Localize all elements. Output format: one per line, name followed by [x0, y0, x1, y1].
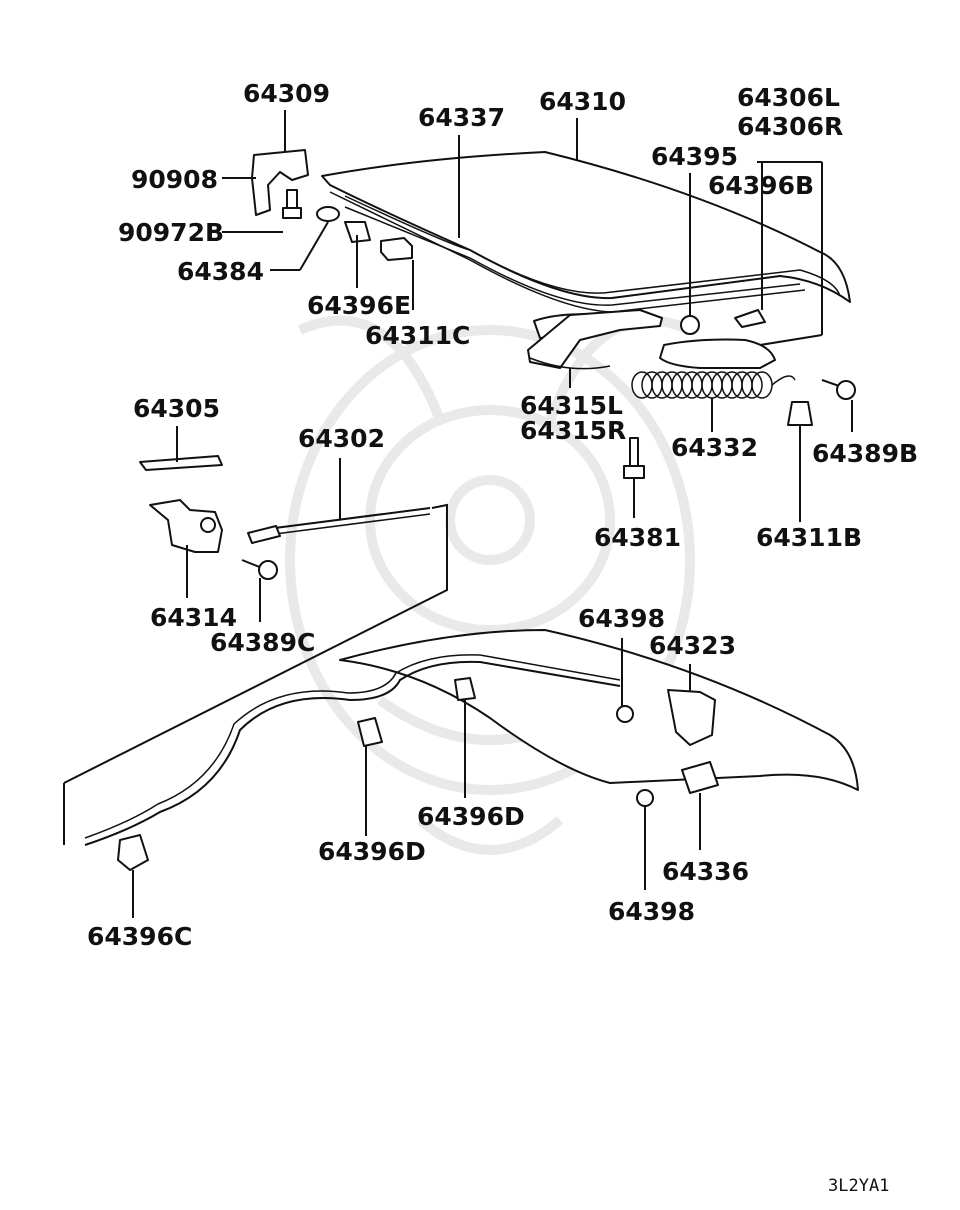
release-cable [247, 507, 431, 544]
label-64396B[interactable]: 64396B [708, 171, 814, 200]
label-64396D-left[interactable]: 64396D [318, 837, 426, 866]
lock-assembly [149, 499, 223, 553]
label-90972B[interactable]: 90972B [118, 218, 224, 247]
clip-c [117, 834, 149, 871]
bracket-64336 [681, 761, 719, 794]
label-64302[interactable]: 64302 [298, 424, 385, 453]
label-64337[interactable]: 64337 [418, 103, 505, 132]
label-64396C[interactable]: 64396C [87, 922, 192, 951]
bushing [680, 315, 700, 335]
label-64396D-mid[interactable]: 64396D [417, 802, 525, 831]
label-64396E[interactable]: 64396E [307, 291, 411, 320]
label-64315R[interactable]: 64315R [520, 416, 626, 445]
label-64384[interactable]: 64384 [177, 257, 264, 286]
weatherstrip [329, 191, 806, 313]
bolt-b [636, 789, 654, 807]
label-90908[interactable]: 90908 [131, 165, 218, 194]
label-64398-bottom[interactable]: 64398 [608, 897, 695, 926]
trunk-lid [321, 151, 851, 306]
clip-b [734, 309, 766, 328]
label-64398-top[interactable]: 64398 [578, 604, 665, 633]
label-64336[interactable]: 64336 [662, 857, 749, 886]
cushion-c [380, 237, 413, 261]
bolt [623, 437, 645, 479]
label-64381[interactable]: 64381 [594, 523, 681, 552]
label-64306R[interactable]: 64306R [737, 112, 843, 141]
grommet [316, 206, 340, 222]
label-64314[interactable]: 64314 [150, 603, 237, 632]
clip-e [344, 221, 371, 243]
label-64332[interactable]: 64332 [671, 433, 758, 462]
screw-b [821, 379, 856, 400]
label-64389C[interactable]: 64389C [210, 628, 315, 657]
leader-lines [132, 110, 853, 918]
label-64306L[interactable]: 64306L [737, 83, 840, 112]
label-64389B[interactable]: 64389B [812, 439, 918, 468]
lock-cover [139, 455, 223, 471]
label-64310[interactable]: 64310 [539, 87, 626, 116]
label-64395[interactable]: 64395 [651, 142, 738, 171]
label-64311B[interactable]: 64311B [756, 523, 862, 552]
striker [667, 689, 716, 746]
clip-d-left [357, 717, 383, 747]
clip-d-mid [454, 677, 476, 701]
cable-run [84, 660, 621, 846]
bolt-a [616, 705, 634, 723]
label-64323[interactable]: 64323 [649, 631, 736, 660]
hinge-assembly [527, 309, 663, 370]
label-64309[interactable]: 64309 [243, 79, 330, 108]
torsion-bracket [659, 338, 776, 369]
screw-c [241, 559, 278, 580]
body-panel [63, 503, 859, 845]
label-64305[interactable]: 64305 [133, 394, 220, 423]
part-labels: 64309 90908 90972B 64384 64337 64310 643… [87, 79, 918, 1196]
label-64315L[interactable]: 64315L [520, 391, 623, 420]
torsion-spring [631, 371, 796, 399]
diagram-code: 3L2YA1 [828, 1176, 889, 1196]
label-64311C[interactable]: 64311C [365, 321, 470, 350]
cable-run-outer [84, 654, 621, 839]
cushion-b [787, 401, 813, 426]
lid-stay-bracket [251, 149, 309, 219]
